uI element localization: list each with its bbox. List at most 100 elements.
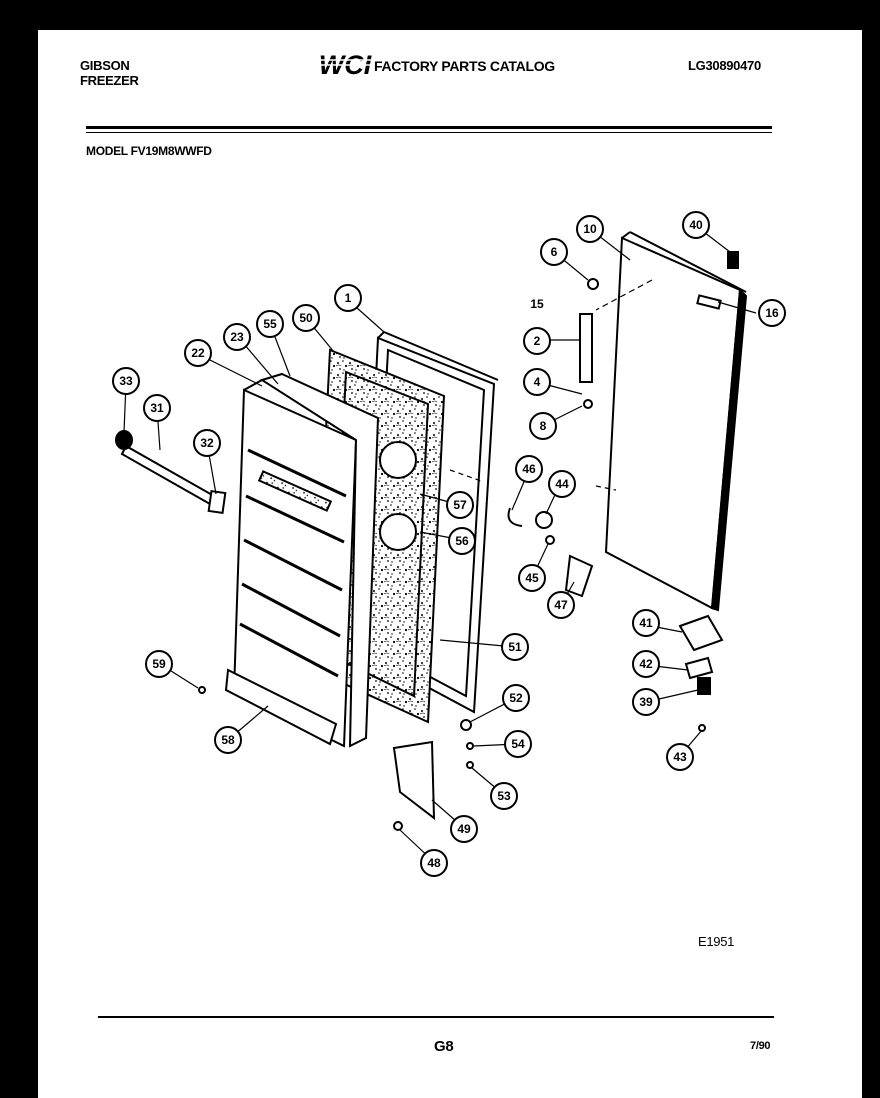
callout-labels: 1246810151622233132333940414243444546474…	[112, 211, 786, 877]
callout-47: 47	[547, 591, 575, 619]
part-kick-plate	[224, 668, 338, 746]
callout-number: 47	[554, 598, 568, 612]
callout-15: 15	[530, 297, 544, 311]
callout-circle	[448, 527, 476, 555]
part-door-liner	[232, 372, 380, 748]
callout-33: 33	[112, 367, 140, 395]
callout-41: 41	[632, 609, 660, 637]
header-rule-thick	[86, 126, 772, 129]
callout-56: 56	[448, 527, 476, 555]
callout-number: 46	[522, 462, 536, 476]
callout-circle	[504, 730, 532, 758]
callout-circle	[515, 455, 543, 483]
callout-number: 41	[639, 616, 653, 630]
callout-circle	[518, 564, 546, 592]
callout-circle	[632, 650, 660, 678]
callout-number: 42	[639, 657, 653, 671]
callout-1: 1	[334, 284, 362, 312]
callout-51: 51	[501, 633, 529, 661]
callout-circle	[292, 304, 320, 332]
callout-number: 56	[455, 534, 469, 548]
callout-circle	[112, 367, 140, 395]
callout-42: 42	[632, 650, 660, 678]
part-hinge-assembly	[198, 251, 739, 831]
callout-number: 54	[511, 737, 525, 751]
callout-number: 16	[765, 306, 779, 320]
callout-53: 53	[490, 782, 518, 810]
callout-50: 50	[292, 304, 320, 332]
callout-circle	[214, 726, 242, 754]
callout-54: 54	[504, 730, 532, 758]
callout-circle	[529, 412, 557, 440]
drawing-code: E1951	[698, 934, 735, 949]
callout-55: 55	[256, 310, 284, 338]
callout-circle	[256, 310, 284, 338]
callout-number: 40	[689, 218, 703, 232]
print-date: 7/90	[750, 1040, 771, 1052]
callout-48: 48	[420, 849, 448, 877]
catalog-number: LG30890470	[688, 58, 761, 73]
callout-32: 32	[193, 429, 221, 457]
callout-number: 58	[221, 733, 235, 747]
callout-number: 53	[497, 789, 511, 803]
callout-number: 23	[230, 330, 244, 344]
callout-circle	[758, 299, 786, 327]
footer-rule	[98, 1016, 774, 1018]
callout-circle	[502, 684, 530, 712]
callout-circle	[145, 650, 173, 678]
callout-number: 49	[457, 822, 471, 836]
callout-number: 33	[119, 374, 133, 388]
callout-59: 59	[145, 650, 173, 678]
callout-8: 8	[529, 412, 557, 440]
callout-number: 43	[673, 750, 687, 764]
callout-number: 2	[534, 334, 541, 348]
callout-number: 8	[540, 419, 547, 433]
callout-45: 45	[518, 564, 546, 592]
callout-circle	[540, 238, 568, 266]
part-shelf-bar	[115, 430, 227, 515]
callout-number: 48	[427, 856, 441, 870]
callout-2: 2	[523, 327, 551, 355]
callout-circle	[632, 609, 660, 637]
callout-circle	[632, 688, 660, 716]
callout-number: 51	[508, 640, 522, 654]
callout-number: 6	[551, 245, 558, 259]
callout-circle	[446, 491, 474, 519]
callout-52: 52	[502, 684, 530, 712]
callout-23: 23	[223, 323, 251, 351]
callout-circle	[334, 284, 362, 312]
callout-46: 46	[515, 455, 543, 483]
callout-number: 32	[200, 436, 214, 450]
brand-name: GIBSON	[80, 58, 130, 73]
callout-number: 57	[453, 498, 467, 512]
callout-number: 52	[509, 691, 523, 705]
callout-number: 1	[345, 291, 352, 305]
callout-circle	[523, 327, 551, 355]
callout-43: 43	[666, 743, 694, 771]
callout-circle	[523, 368, 551, 396]
callout-circle	[184, 339, 212, 367]
wci-logo: WCI	[318, 50, 372, 80]
callout-number: 4	[534, 375, 541, 389]
callout-number: 10	[583, 222, 597, 236]
callout-4: 4	[523, 368, 551, 396]
callout-circle	[420, 849, 448, 877]
callout-circle	[223, 323, 251, 351]
model-number: MODEL FV19M8WWFD	[86, 144, 212, 158]
callout-44: 44	[548, 470, 576, 498]
callout-number: 15	[530, 297, 544, 311]
catalog-title: FACTORY PARTS CATALOG	[374, 58, 555, 74]
callout-6: 6	[540, 238, 568, 266]
callout-22: 22	[184, 339, 212, 367]
callout-circle	[682, 211, 710, 239]
header-rule-thin	[86, 132, 772, 133]
callout-16: 16	[758, 299, 786, 327]
callout-40: 40	[682, 211, 710, 239]
callout-number: 39	[639, 695, 653, 709]
product-type: FREEZER	[80, 73, 139, 88]
callout-number: 55	[263, 317, 277, 331]
callout-circle	[576, 215, 604, 243]
callout-number: 59	[152, 657, 166, 671]
callout-circle	[490, 782, 518, 810]
